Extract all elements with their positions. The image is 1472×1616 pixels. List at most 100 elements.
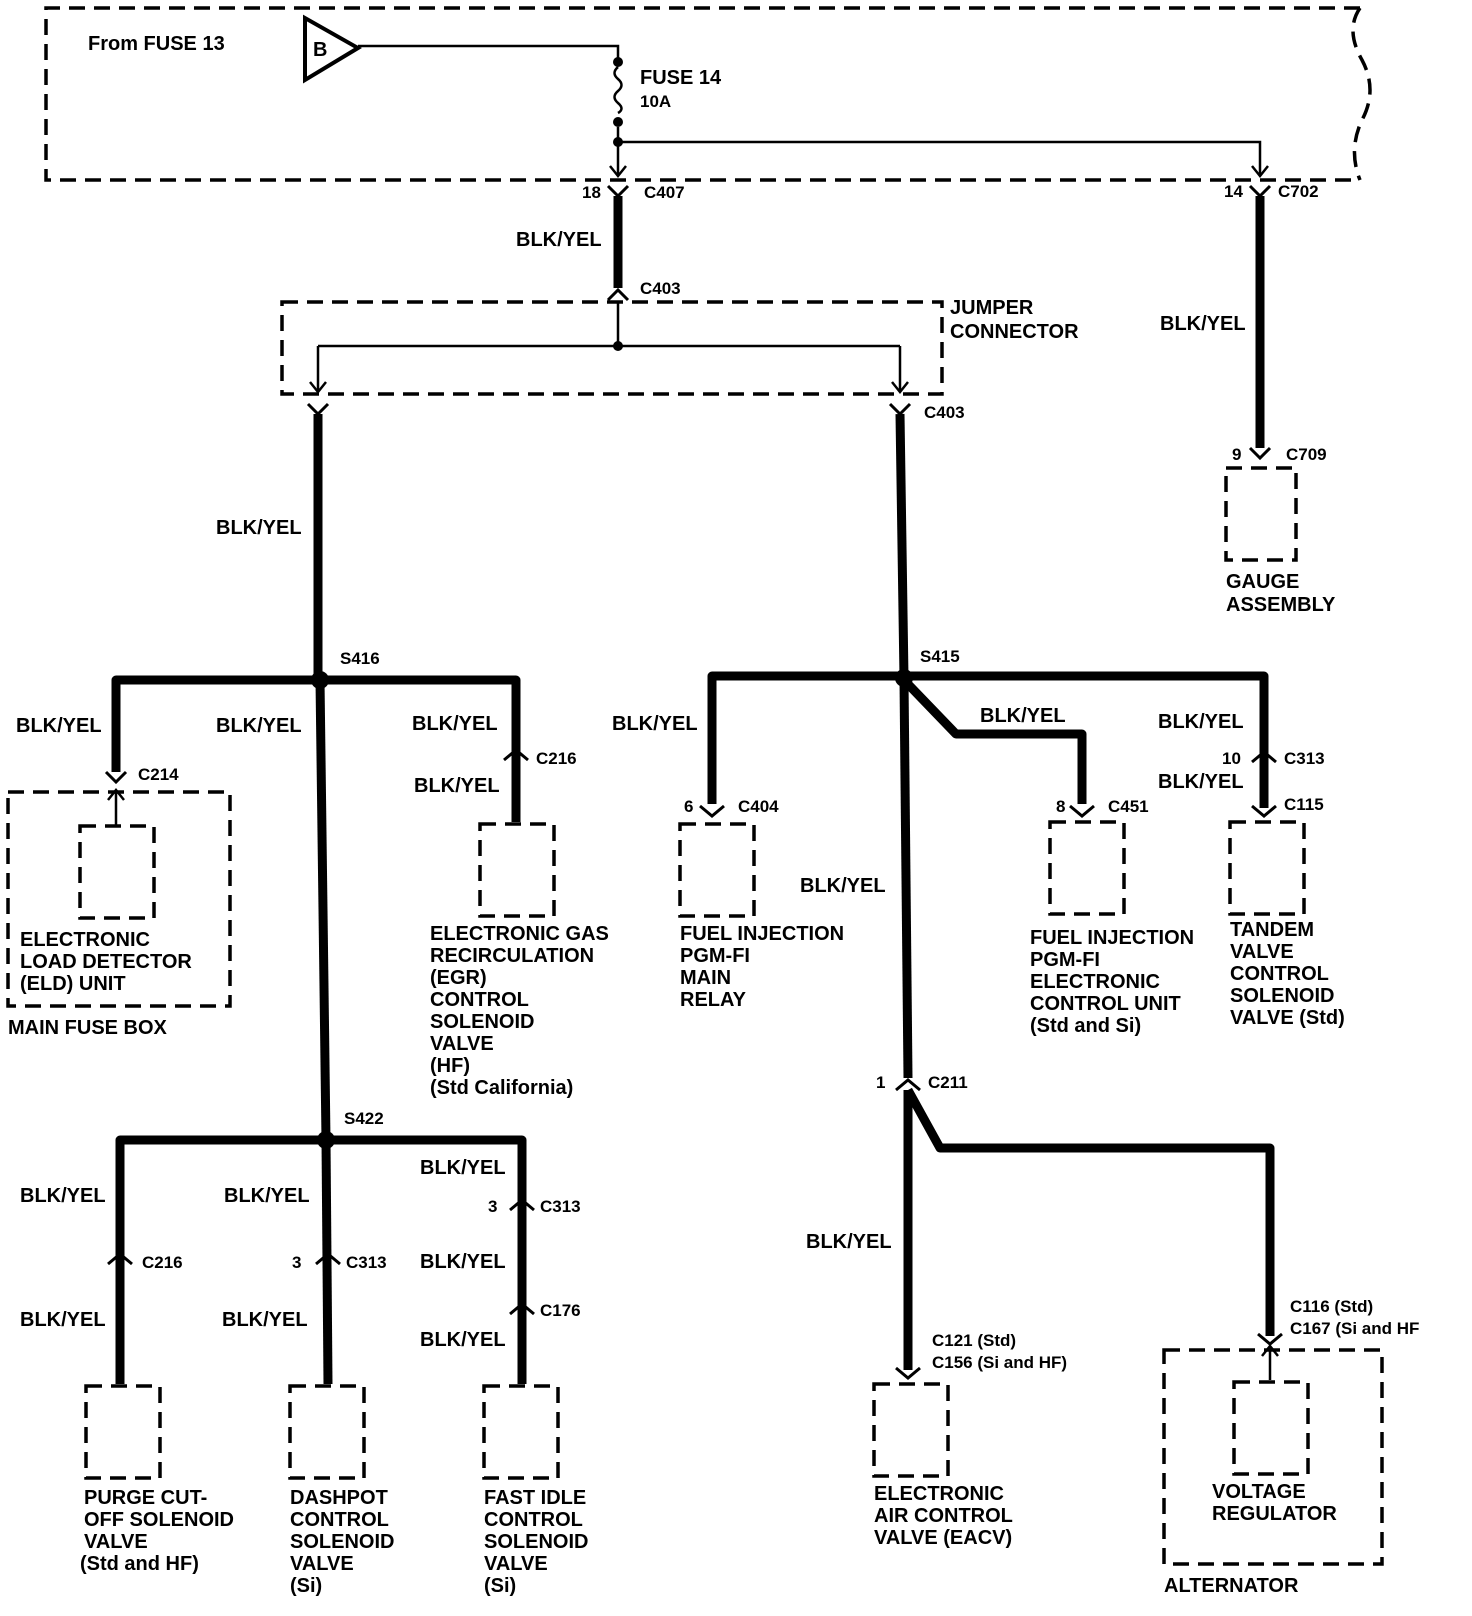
c313-dashpot-connector bbox=[315, 1252, 341, 1266]
c115-connector bbox=[1251, 804, 1277, 818]
jumper-arrow-right bbox=[891, 381, 909, 395]
c313-dashpot-label: C313 bbox=[346, 1253, 387, 1272]
fuse-box-border bbox=[44, 6, 1360, 182]
wire-label-c211: BLK/YEL bbox=[800, 875, 886, 897]
c116-label: C116 (Std) bbox=[1290, 1297, 1373, 1316]
wire-s416-eld bbox=[111, 675, 320, 772]
c407-connector bbox=[606, 184, 630, 199]
c451-connector bbox=[1069, 804, 1095, 818]
wire-label-c407: BLK/YEL bbox=[516, 229, 602, 251]
main-fuse-box-label: MAIN FUSE BOX bbox=[8, 1017, 168, 1039]
c709-label: C709 bbox=[1286, 445, 1327, 464]
eld-unit-box bbox=[78, 824, 156, 920]
fi-ecu-box bbox=[1048, 820, 1126, 916]
gauge-feed-line bbox=[618, 140, 1262, 176]
wire-label-fastidle-1: BLK/YEL bbox=[420, 1157, 506, 1179]
gauge-assembly-box bbox=[1224, 466, 1298, 562]
wire-label-ecu: BLK/YEL bbox=[980, 705, 1066, 727]
wire-label-purge-1: BLK/YEL bbox=[20, 1185, 106, 1207]
c404-label: C404 bbox=[738, 797, 779, 816]
c403-right-connector bbox=[888, 402, 912, 417]
c216-purge-label: C216 bbox=[142, 1253, 183, 1272]
c709-pin: 9 bbox=[1232, 445, 1241, 464]
wire-label-eacv: BLK/YEL bbox=[806, 1231, 892, 1253]
b-connector-symbol bbox=[303, 14, 362, 84]
c156-label: C156 (Si and HF) bbox=[932, 1353, 1067, 1372]
c313-fastidle-pin: 3 bbox=[488, 1197, 497, 1216]
gauge-assembly-label: GAUGE ASSEMBLY bbox=[1226, 571, 1336, 616]
c216-purge-connector bbox=[107, 1252, 133, 1266]
c404-pin: 6 bbox=[684, 797, 693, 816]
voltage-regulator-box bbox=[1232, 1380, 1310, 1476]
fastidle-valve-box bbox=[482, 1384, 560, 1480]
tandem-label: TANDEM VALVE CONTROL SOLENOID VALVE (Std… bbox=[1230, 919, 1345, 1029]
fi-ecu-label: FUEL INJECTION PGM-FI ELECTRONIC CONTROL… bbox=[1030, 927, 1200, 1037]
c702-label: C702 bbox=[1278, 182, 1319, 201]
dashpot-valve-box bbox=[288, 1384, 366, 1480]
c702-arrow bbox=[1251, 165, 1269, 179]
c313-dashpot-pin: 3 bbox=[292, 1253, 301, 1272]
c211-connector bbox=[895, 1078, 921, 1092]
c403-bottom-label: C403 bbox=[924, 403, 965, 422]
wire-s416-egr bbox=[320, 675, 521, 822]
c313-fastidle-label: C313 bbox=[540, 1197, 581, 1216]
wire-label-gauge: BLK/YEL bbox=[1160, 313, 1246, 335]
jumper-junction bbox=[613, 341, 623, 351]
c214-connector bbox=[104, 770, 128, 785]
c709-connector bbox=[1248, 446, 1272, 461]
wire-s422-purge bbox=[115, 1135, 326, 1384]
c451-label: C451 bbox=[1108, 797, 1149, 816]
voltage-regulator-label: VOLTAGE REGULATOR bbox=[1212, 1481, 1337, 1525]
jumper-label-2: CONNECTOR bbox=[950, 321, 1079, 343]
c407-label: C407 bbox=[644, 183, 685, 202]
wire-label-dashpot-1: BLK/YEL bbox=[224, 1185, 310, 1207]
egr-valve-box bbox=[478, 822, 556, 918]
jumper-internal bbox=[316, 302, 902, 390]
jumper-connector-box bbox=[280, 300, 944, 396]
c214-label: C214 bbox=[138, 765, 179, 784]
fastidle-label: FAST IDLE CONTROL SOLENOID VALVE (Si) bbox=[484, 1487, 594, 1597]
c167-label: C167 (Si and HF bbox=[1290, 1319, 1419, 1338]
fuse-box-break-edge bbox=[1351, 7, 1372, 181]
c702-connector bbox=[1248, 184, 1272, 199]
wire-label-left-trunk: BLK/YEL bbox=[216, 517, 302, 539]
wire-s415-relay bbox=[707, 671, 904, 804]
wire-c211-alternator bbox=[904, 1087, 1275, 1336]
voltage-regulator-feed bbox=[1261, 1343, 1279, 1380]
wire-label-dashpot-2: BLK/YEL bbox=[222, 1309, 308, 1331]
egr-label: ELECTRONIC GAS RECIRCULATION (EGR) CONTR… bbox=[430, 923, 614, 1099]
c216-egr-connector bbox=[503, 748, 529, 762]
c407-arrow bbox=[609, 165, 627, 179]
c403-top-label: C403 bbox=[640, 279, 681, 298]
fuse-14-rating: 10A bbox=[640, 92, 671, 111]
wire-label-tandem-2: BLK/YEL bbox=[1158, 771, 1244, 793]
fuse-terminal-bottom bbox=[613, 117, 623, 127]
s422-label: S422 bbox=[344, 1109, 384, 1128]
fi-relay-label: FUEL INJECTION PGM-FI MAIN RELAY bbox=[680, 923, 850, 1011]
c211-pin: 1 bbox=[876, 1073, 885, 1092]
eacv-label: ELECTRONIC AIR CONTROL VALVE (EACV) bbox=[874, 1483, 1018, 1549]
fuse-feed-line bbox=[358, 44, 620, 60]
fi-relay-box bbox=[678, 822, 756, 918]
eacv-box bbox=[872, 1382, 950, 1478]
c451-pin: 8 bbox=[1056, 797, 1065, 816]
c313-tandem-pin: 10 bbox=[1222, 749, 1241, 768]
c403-left-connector bbox=[306, 402, 330, 417]
wire-label-tandem-1: BLK/YEL bbox=[1158, 711, 1244, 733]
jumper-label-1: JUMPER bbox=[950, 297, 1034, 319]
wire-label-s416-down: BLK/YEL bbox=[216, 715, 302, 737]
wire-s415-tandem bbox=[904, 671, 1269, 808]
wire-c403-s415 bbox=[895, 413, 909, 679]
c121-label: C121 (Std) bbox=[932, 1331, 1016, 1350]
dashpot-label: DASHPOT CONTROL SOLENOID VALVE (Si) bbox=[290, 1487, 400, 1597]
from-fuse-label: From FUSE 13 bbox=[88, 33, 225, 55]
c121-connector bbox=[895, 1366, 921, 1380]
tandem-valve-box bbox=[1228, 820, 1306, 916]
purge-valve-box bbox=[84, 1384, 162, 1480]
wire-label-eld: BLK/YEL bbox=[16, 715, 102, 737]
c115-label: C115 bbox=[1284, 795, 1324, 814]
purge-label: PURGE CUT- OFF SOLENOID VALVE (Std and H… bbox=[80, 1487, 240, 1575]
c313-tandem-label: C313 bbox=[1284, 749, 1325, 768]
c176-label: C176 bbox=[540, 1301, 581, 1320]
